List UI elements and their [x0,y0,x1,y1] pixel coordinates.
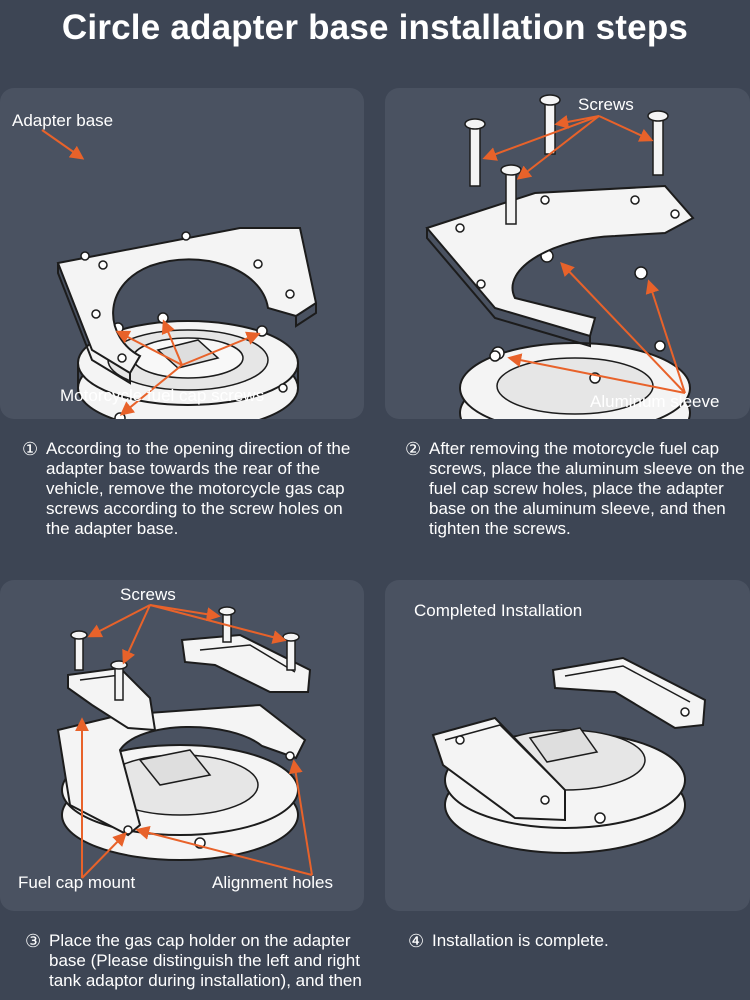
step-4-number: ④ [408,931,425,951]
panel-step-3: Screws Fuel cap mount Alignment holes [0,580,364,911]
screws [464,94,669,225]
screws [70,606,300,701]
panel-step-4: Completed Installation [385,580,750,911]
screws-label: Screws [578,95,634,114]
step-1-description: According to the opening direction of th… [46,439,351,538]
step-2-description: After removing the motorcycle fuel cap s… [429,439,745,538]
fuel-cap-screws-label: Motorcycle fuel cap screws [60,386,265,405]
alignment-holes-label: Alignment holes [212,873,333,892]
arrows [41,129,261,416]
step-2-number: ② [405,439,422,459]
step-2-text: ② After removing the motorcycle fuel cap… [405,439,745,539]
fuel-cap-mount-illustration [56,604,313,879]
fuel-cap-mount-right [551,656,707,730]
step-4-description: Installation is complete. [432,931,609,950]
step-1-text: ① According to the opening direction of … [22,439,367,539]
adapter-base-illustration [41,129,318,419]
arrows [75,604,313,879]
step-3-number: ③ [25,931,42,951]
page-title: Circle adapter base installation steps [61,8,689,47]
completed-installation-label: Completed Installation [414,601,583,620]
arrows [482,115,686,394]
fuel-cap-mount-label: Fuel cap mount [18,873,136,892]
adapter-base-plate [425,184,695,348]
screws-label: Screws [120,585,176,604]
step-3-text: ③ Place the gas cap holder on the adapte… [25,931,365,991]
aluminum-sleeve-label: Aluminum sleeve [590,392,720,411]
aluminum-sleeve-illustration [425,94,695,419]
fuel-cap-mount-left [67,666,157,732]
adapter-base-label: Adapter base [12,111,114,130]
panel-step-2: Screws Aluminum sleeve [385,88,750,419]
fuel-cap-mount-left [431,716,566,822]
step-1-number: ① [22,439,39,459]
step-3-description: Place the gas cap holder on the adapter … [49,931,362,990]
panel-step-1: Adapter base Motorcycle fuel cap screws [0,88,364,419]
step-4-text: ④ Installation is complete. [408,931,743,951]
fuel-cap-mount-right [180,633,312,693]
completed-installation-illustration [431,656,707,854]
